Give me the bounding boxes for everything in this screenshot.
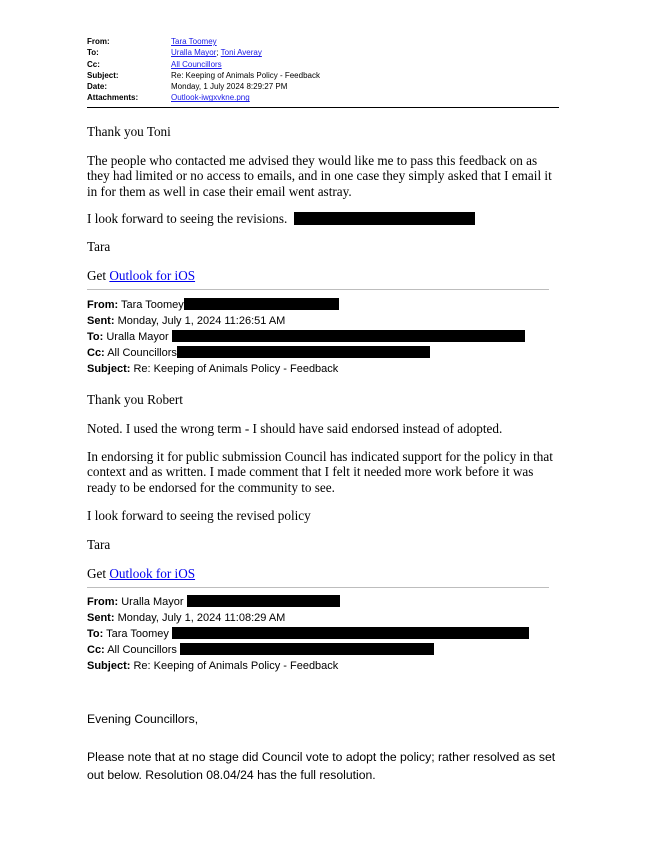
cc-label: Cc: [87, 59, 100, 69]
fwd2-sent-label: Sent: [87, 612, 115, 624]
header-to-row: To: Uralla Mayor; Toni Averay [87, 47, 559, 58]
fwd1-to-label: To: [87, 331, 104, 343]
cc-link[interactable]: All Councillors [171, 59, 222, 69]
fwd1-from-value: Tara Toomey [121, 299, 184, 311]
forward1-cc-row: Cc: All Councillors [87, 345, 559, 361]
fwd2-from-label: From: [87, 596, 119, 608]
date-label: Date: [87, 82, 108, 92]
msg2-outlook-line: Get Outlook for iOS [87, 566, 195, 581]
header-date-row: Date: Monday, 1 July 2024 8:29:27 PM [87, 81, 559, 92]
redaction-block [176, 346, 430, 358]
to-label: To: [87, 48, 99, 58]
fwd2-subject-label: Subject: [87, 660, 131, 672]
msg2-para3: I look forward to seeing the revised pol… [87, 508, 311, 523]
fwd2-from-value: Uralla Mayor [121, 596, 184, 608]
date-value: Monday, 1 July 2024 8:29:27 PM [171, 82, 288, 92]
forward1-from-row: From: Tara Toomey [87, 297, 559, 313]
from-label: From: [87, 37, 110, 46]
msg3-para1: Please note that at no stage did Council… [87, 750, 556, 782]
forward2-from-row: From: Uralla Mayor [87, 594, 559, 610]
msg1-greeting: Thank you Toni [87, 124, 171, 139]
email-document: From: Tara Toomey To: Uralla Mayor; Toni… [87, 36, 559, 782]
attachments-label: Attachments: [87, 93, 139, 103]
outlook-ios-link[interactable]: Outlook for iOS [109, 268, 196, 283]
redaction-block [293, 212, 475, 225]
subject-label: Subject: [87, 70, 119, 80]
fwd2-subject-value: Re: Keeping of Animals Policy - Feedback [133, 660, 339, 672]
forward2-cc-row: Cc: All Councillors [87, 642, 559, 658]
fwd2-sent-value: Monday, July 1, 2024 11:08:29 AM [117, 612, 286, 624]
forward1-subject-row: Subject: Re: Keeping of Animals Policy -… [87, 361, 559, 377]
msg2-greeting: Thank you Robert [87, 392, 183, 407]
redaction-block [172, 627, 529, 639]
fwd1-cc-value: All Councillors [107, 347, 177, 359]
fwd1-cc-label: Cc: [87, 347, 105, 359]
forward1-header: From: Tara Toomey Sent: Monday, July 1, … [87, 297, 559, 377]
forward2-header: From: Uralla Mayor Sent: Monday, July 1,… [87, 594, 559, 674]
attachment-link[interactable]: Outlook-iwgxvkne.png [171, 93, 250, 103]
msg1-signoff: Tara [87, 239, 111, 254]
msg1-para1: The people who contacted me advised they… [87, 153, 552, 199]
forward2-subject-row: Subject: Re: Keeping of Animals Policy -… [87, 658, 559, 674]
redaction-block [186, 595, 340, 607]
email-header: From: Tara Toomey To: Uralla Mayor; Toni… [87, 36, 559, 104]
msg3-greeting: Evening Councillors, [87, 712, 199, 726]
msg1-get-text: Get [87, 268, 107, 283]
fwd2-cc-value: All Councillors [107, 644, 177, 656]
fwd1-subject-label: Subject: [87, 363, 131, 375]
redaction-block [171, 330, 525, 342]
forward-separator [87, 289, 549, 290]
fwd1-from-label: From: [87, 299, 119, 311]
header-attachments-row: Attachments: Outlook-iwgxvkne.png [87, 92, 559, 103]
outlook-ios-link[interactable]: Outlook for iOS [109, 566, 196, 581]
to-separator: ; [216, 48, 219, 58]
redaction-block [183, 298, 339, 310]
fwd1-to-value: Uralla Mayor [106, 331, 169, 343]
to-link-mayor[interactable]: Uralla Mayor [171, 48, 217, 58]
msg2-para2: In endorsing it for public submission Co… [87, 449, 553, 495]
header-cc-row: Cc: All Councillors [87, 59, 559, 70]
msg1-para2-line: I look forward to seeing the revisions. [87, 211, 475, 226]
forward1-sent-row: Sent: Monday, July 1, 2024 11:26:51 AM [87, 313, 559, 329]
header-divider [87, 106, 559, 108]
msg2-signoff: Tara [87, 537, 111, 552]
to-link-toni[interactable]: Toni Averay [220, 48, 262, 58]
forward1-to-row: To: Uralla Mayor [87, 329, 559, 345]
fwd1-subject-value: Re: Keeping of Animals Policy - Feedback [133, 363, 339, 375]
fwd1-sent-value: Monday, July 1, 2024 11:26:51 AM [117, 315, 286, 327]
subject-value: Re: Keeping of Animals Policy - Feedback [171, 70, 320, 80]
forward2-to-row: To: Tara Toomey [87, 626, 559, 642]
fwd2-cc-label: Cc: [87, 644, 105, 656]
header-subject-row: Subject: Re: Keeping of Animals Policy -… [87, 70, 559, 81]
redaction-block [179, 643, 434, 655]
from-link[interactable]: Tara Toomey [171, 37, 217, 46]
msg2-get-text: Get [87, 566, 107, 581]
forward2-sent-row: Sent: Monday, July 1, 2024 11:08:29 AM [87, 610, 559, 626]
msg1-outlook-line: Get Outlook for iOS [87, 268, 195, 283]
header-from-row: From: Tara Toomey [87, 36, 559, 47]
fwd1-sent-label: Sent: [87, 315, 115, 327]
msg2-para1: Noted. I used the wrong term - I should … [87, 421, 503, 436]
fwd2-to-label: To: [87, 628, 104, 640]
fwd2-to-value: Tara Toomey [106, 628, 169, 640]
msg1-para2: I look forward to seeing the revisions. [87, 211, 288, 226]
forward-separator [87, 587, 549, 588]
